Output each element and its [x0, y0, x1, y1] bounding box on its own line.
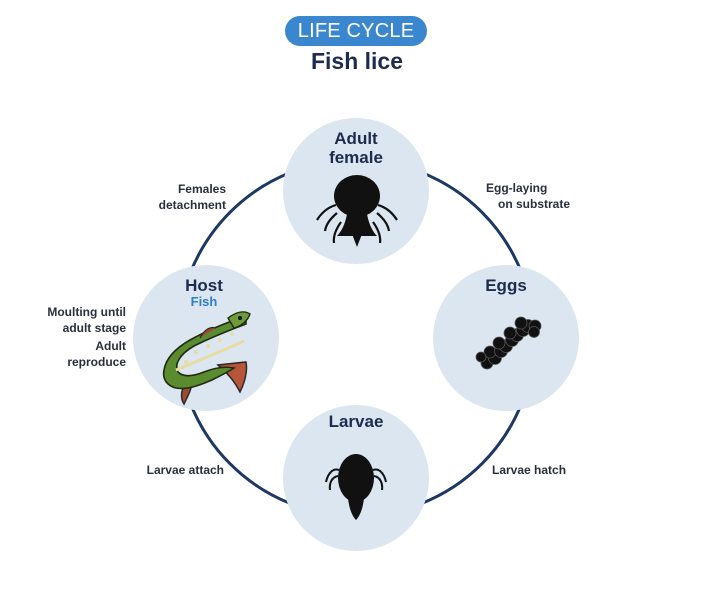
fish-louse-adult-icon [316, 175, 398, 247]
adult-female-label-line2: female [329, 148, 383, 167]
life-cycle-badge: LIFE CYCLE [285, 16, 427, 46]
step-egg-laying: Egg-laying on substrate [478, 180, 588, 212]
step-moulting-line2: adult stage [62, 321, 126, 335]
adult-female-label: Adult female [306, 129, 406, 167]
step-reproduce-line2: reproduce [67, 355, 126, 369]
step-moulting-line1: Moulting until [47, 305, 126, 319]
pike-fish-icon [162, 311, 251, 406]
step-reproduce-line1: Adult [95, 339, 126, 353]
eggs-label: Eggs [485, 276, 527, 295]
step-egg-laying-line2: on substrate [498, 197, 571, 211]
page-title: Fish lice [310, 48, 404, 74]
adult-female-label-line1: Adult [334, 129, 378, 148]
step-reproduce: Adult reproduce [24, 338, 126, 370]
step-detachment-line1: Females [177, 182, 226, 196]
step-detachment-line2: detachment [158, 198, 226, 212]
larvae-label: Larvae [328, 412, 384, 431]
step-larvae-attach: Larvae attach [146, 463, 224, 477]
step-detachment: Females detachment [126, 181, 226, 213]
step-larvae-hatch: Larvae hatch [492, 463, 567, 477]
host-label: Host [185, 276, 223, 295]
step-egg-laying-line1: Egg-laying [486, 181, 548, 195]
step-moulting: Moulting until adult stage [24, 304, 126, 336]
egg-string-icon [475, 316, 542, 370]
fish-louse-larva-icon [325, 454, 387, 520]
host-sublabel: Fish [190, 294, 218, 309]
